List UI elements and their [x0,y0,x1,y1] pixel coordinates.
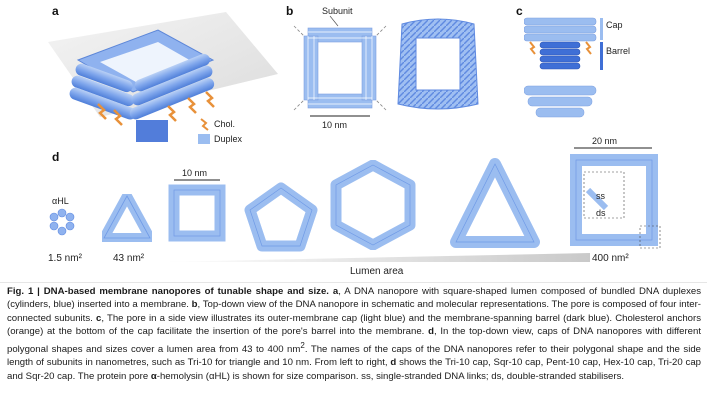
caption-title: Fig. 1 | DNA-based membrane nanopores of… [7,286,329,297]
panel-label-b: b [286,4,294,18]
panel-b-schematic [293,15,387,117]
ahl-label: αHL [52,196,69,206]
figure-caption: Fig. 1 | DNA-based membrane nanopores of… [7,285,701,383]
sqr20-cap [570,147,661,249]
ahl-pore-icon [49,208,75,236]
cholesterol-anchors [97,91,215,126]
caption-label-d: d [428,326,434,338]
lumen-area-gradient [160,253,590,262]
barrel-label: Barrel [606,46,631,56]
caption-label-a: a [332,286,339,297]
figure-panel: a b c d [48,4,661,277]
sqr10-cap [168,179,226,242]
figure-caption-separator [0,282,707,283]
panel-label-a: a [52,4,59,18]
caption-label-b: b [191,299,198,311]
panel-b-molecular [397,18,479,110]
hex10-cap [330,160,416,250]
scale-20nm-label: 20 nm [592,136,618,146]
ss-label: ss [596,191,605,201]
area-small-label: 43 nm² [113,253,145,264]
caption-text-b: , Top-down view of the DNA nanopore in s… [7,299,701,324]
caption-text-d3: shows the Tri-10 cap, Sqr-10 cap, Pent-1… [7,357,701,382]
legend-chol-label: Chol. [214,119,236,129]
caption-text-a: , A DNA nanopore with square-shaped lume… [7,286,701,311]
ds-label: ds [596,208,606,218]
caption-label-d2: d [390,357,397,369]
tri20-cap [450,158,540,248]
caption-label-c: c [95,312,102,324]
area-ahl-label: 1.5 nm² [48,253,82,264]
panel-label-d: d [52,150,60,164]
panel-c-sideview [524,17,603,118]
caption-text-c: , The pore in a side view illustrates it… [7,312,702,338]
caption-text-d2: . The names of the caps of the DNA nanop… [7,343,701,369]
caption-text-d4: -hemolysin (αHL) is shown for size compa… [156,370,625,382]
panel-label-c: c [516,4,523,18]
pent10-cap [244,182,318,252]
lumen-area-label: Lumen area [350,266,404,277]
caption-alpha: α [150,370,157,382]
panel-a-illustration [48,12,278,142]
nanopore-cap [69,29,215,120]
barrel [136,120,168,142]
legend-duplex-label: Duplex [214,134,243,144]
scale-10nm-label: 10 nm [182,168,208,178]
chol-legend-icon [200,118,209,131]
duplex-legend-swatch [198,134,210,144]
panel-b-scale-label: 10 nm [322,120,348,130]
caption-text-d1: , In the top-down view, caps of DNA nano… [7,326,701,355]
area-large-label: 400 nm² [592,253,629,264]
subunit-label: Subunit [322,6,353,16]
cap-label: Cap [606,20,623,30]
tri10-cap [102,194,152,242]
caption-text-d1-sup: 2 [300,340,305,350]
